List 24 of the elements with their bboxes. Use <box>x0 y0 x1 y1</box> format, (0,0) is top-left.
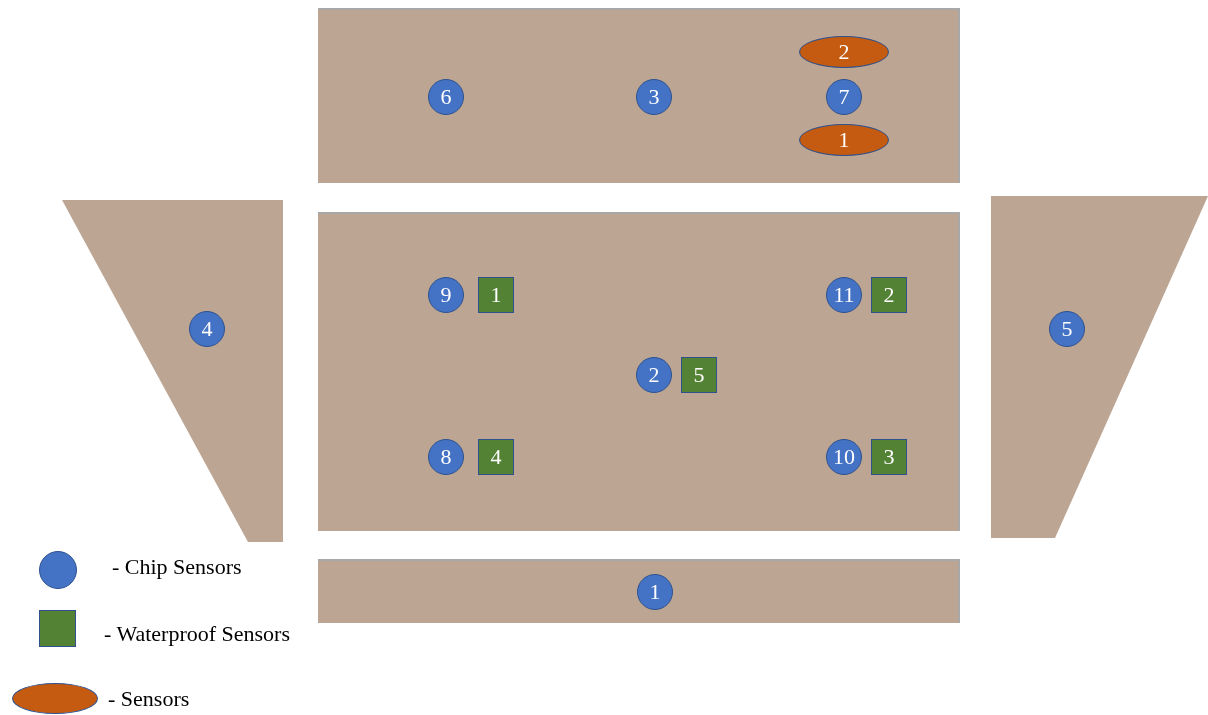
waterproof-sensor-marker: 3 <box>871 439 907 475</box>
chip-sensor-marker: 1 <box>637 574 673 610</box>
humidity-sensor-marker: 1 <box>799 124 889 156</box>
chip-sensor-marker: 10 <box>826 439 862 475</box>
legend-text: - Waterproof Sensors <box>104 621 291 647</box>
chip-sensor-marker: 9 <box>428 277 464 313</box>
chip-sensor-marker: 11 <box>826 277 862 313</box>
legend-text: - Sensors <box>108 686 191 712</box>
side-panel-area <box>991 196 1208 538</box>
waterproof-sensor-marker: 5 <box>681 357 717 393</box>
panel-area <box>318 212 960 531</box>
legend-text: - Chip Sensors <box>112 554 243 580</box>
side-panel-area <box>62 200 283 542</box>
waterproof-sensor-marker: 1 <box>478 277 514 313</box>
waterproof-sensor-marker: 2 <box>871 277 907 313</box>
chip-sensor-marker: 8 <box>428 439 464 475</box>
chip-sensor-marker: 2 <box>636 357 672 393</box>
panel-area <box>318 559 960 623</box>
panel-area <box>318 8 960 183</box>
humidity-sensor-marker: 2 <box>799 36 889 68</box>
chip-sensor-marker: 3 <box>636 79 672 115</box>
chip-sensor-marker: 6 <box>428 79 464 115</box>
waterproof-sensor-marker: 4 <box>478 439 514 475</box>
chip-sensor-marker: 7 <box>826 79 862 115</box>
